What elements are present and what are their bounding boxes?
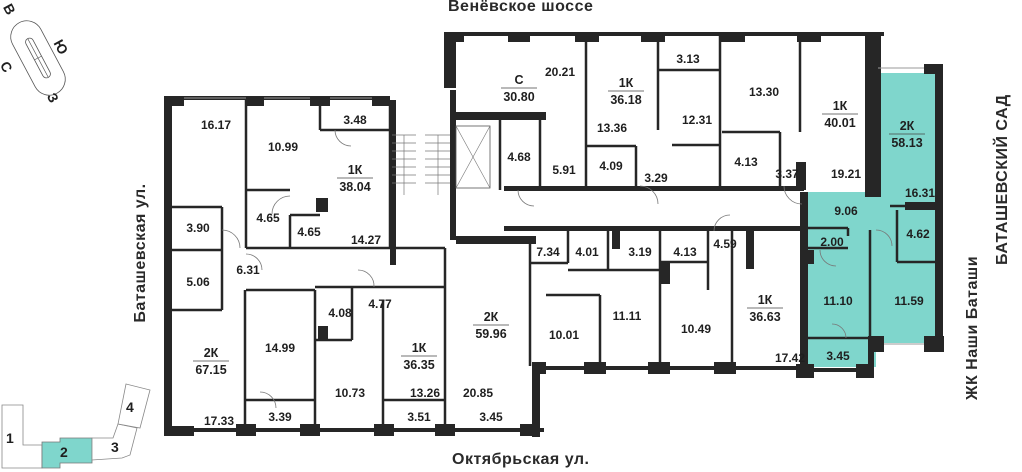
svg-text:4.08: 4.08 (328, 306, 352, 320)
svg-text:14.99: 14.99 (265, 341, 295, 355)
svg-text:1К: 1К (758, 293, 773, 307)
svg-text:17.42: 17.42 (775, 351, 805, 365)
street-top: Венёвское шоссе (448, 0, 594, 15)
svg-text:40.01: 40.01 (824, 116, 855, 130)
svg-text:3.13: 3.13 (676, 52, 700, 66)
svg-text:19.21: 19.21 (831, 167, 861, 181)
svg-text:2: 2 (60, 444, 68, 460)
svg-text:14.27: 14.27 (351, 233, 381, 247)
svg-text:2К: 2К (484, 310, 499, 324)
svg-text:3.45: 3.45 (479, 410, 503, 424)
svg-text:10.99: 10.99 (268, 140, 298, 154)
svg-text:4.01: 4.01 (575, 245, 599, 259)
svg-text:3.39: 3.39 (268, 410, 292, 424)
svg-text:4.13: 4.13 (734, 155, 758, 169)
svg-text:11.11: 11.11 (613, 309, 642, 323)
apartment-studio-30[interactable]: 20.21 4.68 5.91 С 30.80 (501, 65, 576, 177)
staircase-icon (390, 90, 456, 265)
svg-text:13.36: 13.36 (597, 121, 627, 135)
svg-text:58.13: 58.13 (891, 136, 922, 150)
street-bottom: Октябрьская ул. (452, 451, 590, 468)
svg-text:20.21: 20.21 (545, 65, 575, 79)
svg-text:10.49: 10.49 (681, 322, 711, 336)
svg-text:3.90: 3.90 (186, 221, 210, 235)
compass-west: С (0, 58, 16, 74)
svg-text:5.91: 5.91 (552, 163, 576, 177)
svg-text:4.62: 4.62 (906, 227, 930, 241)
svg-text:3.37: 3.37 (775, 167, 799, 181)
svg-text:3: 3 (111, 439, 119, 455)
svg-text:4.59: 4.59 (713, 237, 737, 251)
svg-text:4.77: 4.77 (368, 297, 392, 311)
svg-text:10.73: 10.73 (335, 386, 365, 400)
svg-text:36.63: 36.63 (749, 310, 780, 324)
svg-text:10.01: 10.01 (549, 328, 579, 342)
svg-text:4.13: 4.13 (673, 245, 697, 259)
svg-text:12.31: 12.31 (682, 113, 712, 127)
apartment-2k-58[interactable]: 16.31 9.06 4.62 2.00 11.10 11.59 3.45 2К… (820, 119, 935, 363)
section-4[interactable] (117, 383, 151, 429)
apartment-1k-38[interactable]: 10.99 3.48 4.65 4.65 14.27 1К 38.04 (256, 113, 381, 247)
svg-text:3.29: 3.29 (644, 171, 668, 185)
svg-text:1К: 1К (833, 99, 848, 113)
svg-text:1: 1 (6, 430, 14, 446)
compass-east: В (0, 1, 19, 17)
section-3[interactable] (91, 423, 138, 461)
svg-text:3.19: 3.19 (628, 245, 652, 259)
svg-text:38.04: 38.04 (339, 180, 370, 194)
apartment-1k-36-63[interactable]: 4.13 4.59 10.49 17.42 1К 36.63 (673, 237, 805, 365)
svg-text:7.34: 7.34 (536, 245, 560, 259)
apartment-1k-40[interactable]: 13.30 4.13 3.37 19.21 1К 40.01 (734, 85, 861, 181)
svg-text:6.31: 6.31 (236, 263, 260, 277)
svg-text:1К: 1К (412, 341, 427, 355)
svg-text:16.31: 16.31 (905, 186, 935, 200)
elevator-icon (455, 125, 491, 189)
svg-text:4: 4 (126, 399, 134, 415)
section-map: 1 2 3 4 (1, 383, 151, 469)
svg-text:4.65: 4.65 (256, 211, 280, 225)
interior-walls (172, 36, 935, 428)
svg-text:67.15: 67.15 (195, 363, 226, 377)
svg-text:2К: 2К (204, 346, 219, 360)
svg-text:16.17: 16.17 (201, 118, 231, 132)
svg-text:4.65: 4.65 (297, 225, 321, 239)
svg-text:2К: 2К (900, 119, 915, 133)
svg-text:1К: 1К (619, 76, 634, 90)
compass-north: З (44, 90, 62, 105)
apartment-2k-67[interactable]: 16.17 3.90 5.06 6.31 14.99 17.33 3.39 2К… (186, 118, 295, 428)
compass-icon: В Ю С З (0, 1, 71, 106)
svg-text:3.51: 3.51 (407, 410, 431, 424)
svg-text:4.68: 4.68 (507, 150, 531, 164)
svg-text:11.59: 11.59 (894, 294, 924, 308)
svg-text:4.09: 4.09 (599, 159, 623, 173)
apartment-1k-36-18[interactable]: 13.36 4.09 3.29 3.13 12.31 1К 36.18 (597, 52, 712, 185)
svg-text:30.80: 30.80 (503, 90, 534, 104)
svg-text:11.10: 11.10 (823, 294, 853, 308)
compass-south: Ю (51, 37, 72, 57)
section-2[interactable] (41, 437, 93, 469)
apartment-1k-36-35[interactable]: 4.08 4.77 10.73 13.26 3.51 1К 36.35 (328, 297, 440, 424)
svg-text:59.96: 59.96 (475, 327, 506, 341)
svg-text:36.18: 36.18 (610, 93, 641, 107)
apartment-2k-59[interactable]: 20.85 3.45 7.34 4.01 3.19 10.01 11.11 2К… (463, 245, 652, 424)
svg-text:С: С (514, 73, 523, 87)
svg-text:20.85: 20.85 (463, 386, 493, 400)
svg-text:5.06: 5.06 (186, 275, 210, 289)
room-labels: 16.17 3.90 5.06 6.31 14.99 17.33 3.39 2К… (186, 52, 935, 428)
svg-text:2.00: 2.00 (820, 235, 844, 249)
svg-text:3.48: 3.48 (343, 113, 367, 127)
svg-text:3.45: 3.45 (826, 349, 850, 363)
svg-text:17.33: 17.33 (204, 414, 234, 428)
svg-text:36.35: 36.35 (403, 358, 434, 372)
svg-text:13.30: 13.30 (749, 85, 779, 99)
svg-text:13.26: 13.26 (410, 386, 440, 400)
svg-text:9.06: 9.06 (834, 204, 858, 218)
svg-text:1К: 1К (348, 163, 363, 177)
